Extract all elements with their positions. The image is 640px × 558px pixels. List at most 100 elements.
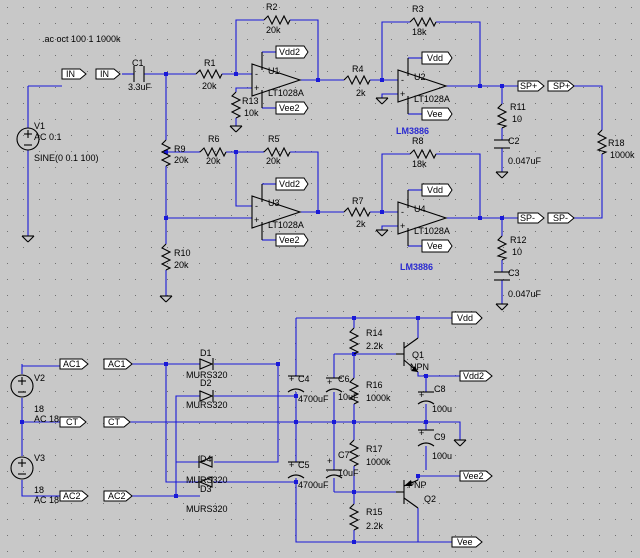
resistor-r1[interactable]: R1 20k — [195, 58, 223, 91]
resistor-r7[interactable]: R7 2k — [343, 196, 371, 229]
svg-text:Vdd: Vdd — [457, 313, 473, 323]
svg-text:R5: R5 — [268, 134, 280, 144]
svg-text:20k: 20k — [206, 156, 221, 166]
source-v2[interactable]: V2 18 AC 18 — [10, 373, 59, 424]
resistor-r11[interactable]: R11 10 — [496, 102, 526, 129]
svg-text:R12: R12 — [510, 235, 527, 245]
svg-text:Vdd: Vdd — [427, 185, 443, 195]
svg-text:R14: R14 — [366, 328, 383, 338]
opamp-u4[interactable]: -+ U4 LT1028A LM3886 — [397, 190, 450, 272]
svg-text:Vdd2: Vdd2 — [279, 47, 300, 57]
net-flags: IN IN Vdd2 Vee2 Vdd2 Vee2 Vdd Vee Vdd Ve… — [59, 45, 575, 548]
svg-text:C9: C9 — [434, 432, 446, 442]
svg-text:R13: R13 — [242, 96, 259, 106]
svg-text:20k: 20k — [266, 156, 281, 166]
transistor-q1[interactable]: Q1 NPN — [396, 337, 429, 373]
svg-text:LT1028A: LT1028A — [268, 88, 304, 98]
flag-vdd-u2: Vdd — [421, 51, 453, 65]
svg-text:C3: C3 — [508, 268, 520, 278]
svg-text:D2: D2 — [200, 378, 212, 388]
resistor-r2[interactable]: R2 20k — [263, 2, 291, 35]
svg-text:MURS320: MURS320 — [186, 370, 228, 380]
opamp-u2[interactable]: -+ U2 LT1028A LM3886 — [396, 58, 450, 136]
svg-text:U2: U2 — [414, 72, 426, 82]
svg-text:V2: V2 — [34, 373, 45, 383]
resistor-r16[interactable]: R16 1000k — [348, 377, 391, 405]
svg-text:-: - — [255, 69, 258, 79]
capacitor-c3[interactable]: C3 0.047uF — [494, 268, 542, 299]
svg-text:+: + — [289, 374, 294, 384]
capacitor-c7[interactable]: + C7 10uF — [325, 450, 359, 479]
resistor-r9[interactable]: R9 20k — [160, 139, 189, 167]
svg-text:10uF: 10uF — [338, 392, 359, 402]
svg-text:R10: R10 — [174, 248, 191, 258]
svg-text:+: + — [254, 215, 259, 225]
svg-text:100u: 100u — [432, 404, 452, 414]
svg-text:D4: D4 — [200, 454, 212, 464]
svg-text:R16: R16 — [366, 380, 383, 390]
capacitor-c2[interactable]: C2 0.047uF — [494, 136, 542, 166]
transistor-q2[interactable]: PNP Q2 — [396, 479, 436, 509]
svg-text:R4: R4 — [352, 64, 364, 74]
diode-d2[interactable]: D2 MURS320 — [186, 378, 228, 410]
svg-text:R11: R11 — [510, 102, 526, 112]
resistor-r5[interactable]: R5 20k — [263, 134, 291, 166]
resistor-r15[interactable]: R15 2.2k — [348, 503, 384, 531]
svg-text:D3: D3 — [200, 484, 212, 494]
svg-text:+: + — [254, 83, 259, 93]
svg-text:1000k: 1000k — [366, 393, 391, 403]
capacitor-c1[interactable]: C1 3.3uF — [128, 58, 152, 92]
svg-text:D1: D1 — [200, 348, 212, 358]
svg-text:-: - — [401, 207, 404, 217]
svg-text:-: - — [255, 201, 258, 211]
resistor-r12[interactable]: R12 10 — [496, 235, 527, 261]
capacitor-c6[interactable]: + C6 10uF — [325, 374, 359, 402]
svg-text:Q2: Q2 — [424, 494, 436, 504]
svg-text:LM3886: LM3886 — [400, 262, 433, 272]
source-v1[interactable]: V1 AC 0.1 SINE(0 0.1 100) — [16, 121, 99, 163]
svg-text:2.2k: 2.2k — [366, 341, 384, 351]
resistor-r14[interactable]: R14 2.2k — [348, 327, 384, 355]
opamp-u1[interactable]: -+ U1 LT1028A — [251, 52, 304, 108]
svg-text:Vee2: Vee2 — [279, 103, 300, 113]
resistor-r17[interactable]: R17 1000k — [348, 439, 391, 467]
svg-text:U3: U3 — [268, 198, 280, 208]
resistor-r4[interactable]: R4 2k — [343, 64, 371, 98]
resistor-r6[interactable]: R6 20k — [199, 134, 227, 166]
source-v3[interactable]: V3 18 AC 18 — [10, 453, 59, 505]
svg-text:NPN: NPN — [410, 362, 429, 372]
capacitor-c5[interactable]: + C5 4700uF — [287, 460, 329, 490]
flag-spp2: SP+ — [547, 80, 575, 92]
svg-text:SP+: SP+ — [520, 81, 537, 91]
opamp-u3[interactable]: -+ U3 LT1028A — [251, 184, 304, 240]
svg-text:0.047uF: 0.047uF — [508, 289, 542, 299]
capacitor-c4[interactable]: + C4 4700uF — [287, 374, 329, 404]
capacitor-c8[interactable]: + C8 100u — [417, 384, 452, 414]
flag-vdd2-out: Vdd2 — [459, 370, 493, 382]
resistor-r8[interactable]: R8 18k — [409, 136, 437, 169]
svg-text:4700uF: 4700uF — [298, 480, 329, 490]
svg-text:AC 18: AC 18 — [34, 414, 59, 424]
junction-dots — [20, 72, 504, 544]
svg-text:C6: C6 — [338, 374, 350, 384]
flag-spm2: SP- — [547, 212, 575, 224]
svg-text:U4: U4 — [414, 204, 426, 214]
resistor-r18[interactable]: R18 1000k — [596, 129, 635, 160]
svg-text:10k: 10k — [244, 108, 259, 118]
resistor-r3[interactable]: R3 18k — [409, 4, 437, 37]
svg-text:1000k: 1000k — [610, 150, 635, 160]
resistor-r13[interactable]: R13 10k — [230, 91, 259, 119]
svg-text:10: 10 — [512, 247, 522, 257]
diode-d4[interactable]: D4 MURS320 — [186, 454, 228, 485]
svg-text:+: + — [400, 221, 405, 231]
resistor-r10[interactable]: R10 20k — [160, 243, 191, 271]
svg-text:-: - — [401, 75, 404, 85]
flag-vee2-u1: Vee2 — [275, 101, 309, 115]
diode-d1[interactable]: D1 MURS320 — [186, 348, 228, 380]
svg-text:+: + — [419, 390, 424, 400]
svg-text:R1: R1 — [204, 58, 216, 68]
diode-d3[interactable]: D3 MURS320 — [186, 476, 228, 514]
capacitor-c9[interactable]: + C9 100u — [417, 428, 452, 461]
